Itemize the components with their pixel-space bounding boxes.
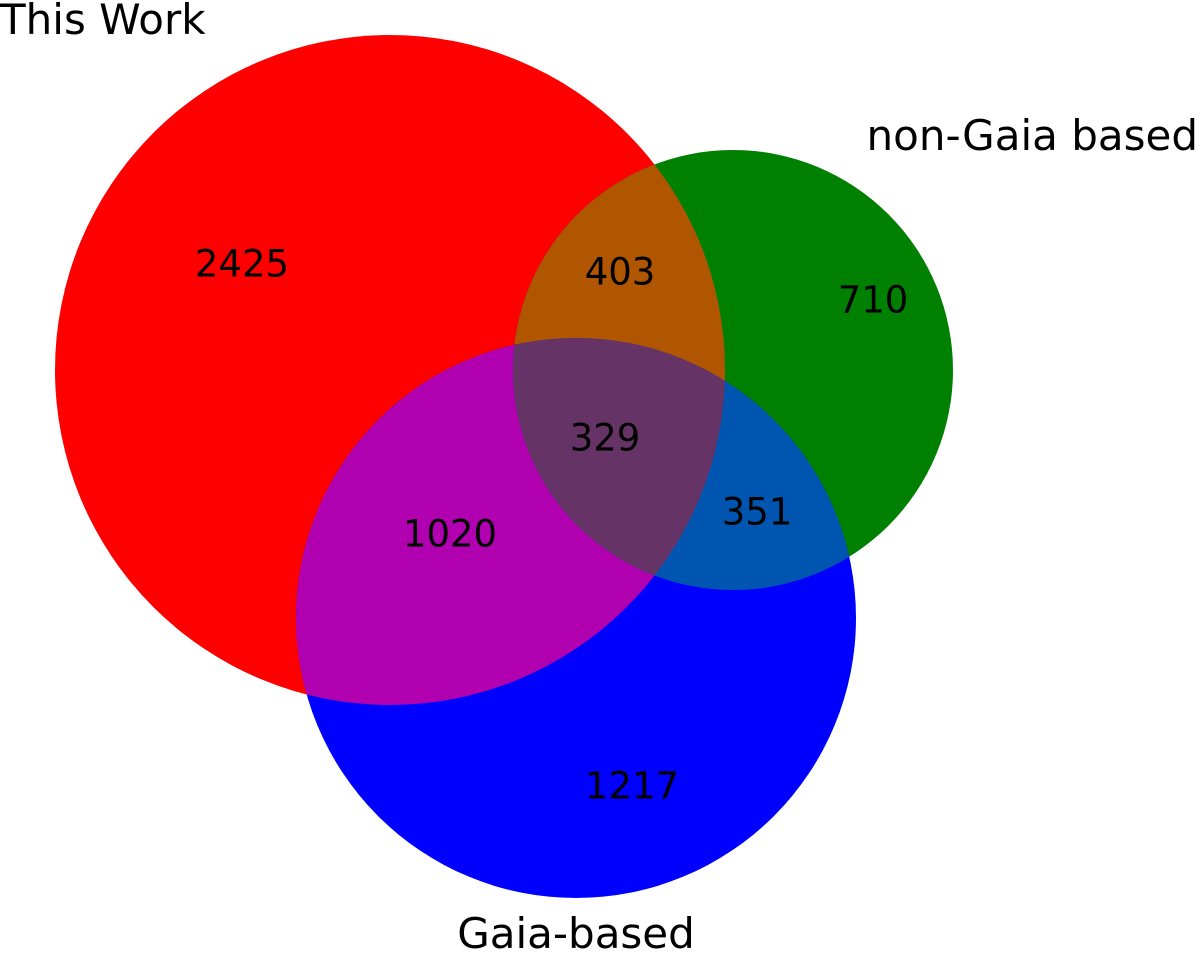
all-three-count: 329 <box>570 417 641 460</box>
non-gaia-gaia-overlap <box>513 338 856 590</box>
gaia-only-count: 1217 <box>585 765 679 808</box>
non-gaia-label: non-Gaia based <box>867 111 1198 160</box>
non-gaia-gaia-count: 351 <box>722 491 793 534</box>
this-work-non-gaia-count: 403 <box>585 251 656 294</box>
this-work-only-count: 2425 <box>195 243 289 286</box>
gaia-label: Gaia-based <box>457 909 695 958</box>
this-work-gaia-count: 1020 <box>403 513 497 556</box>
this-work-label: This Work <box>0 0 206 44</box>
non-gaia-only-count: 710 <box>838 279 909 322</box>
